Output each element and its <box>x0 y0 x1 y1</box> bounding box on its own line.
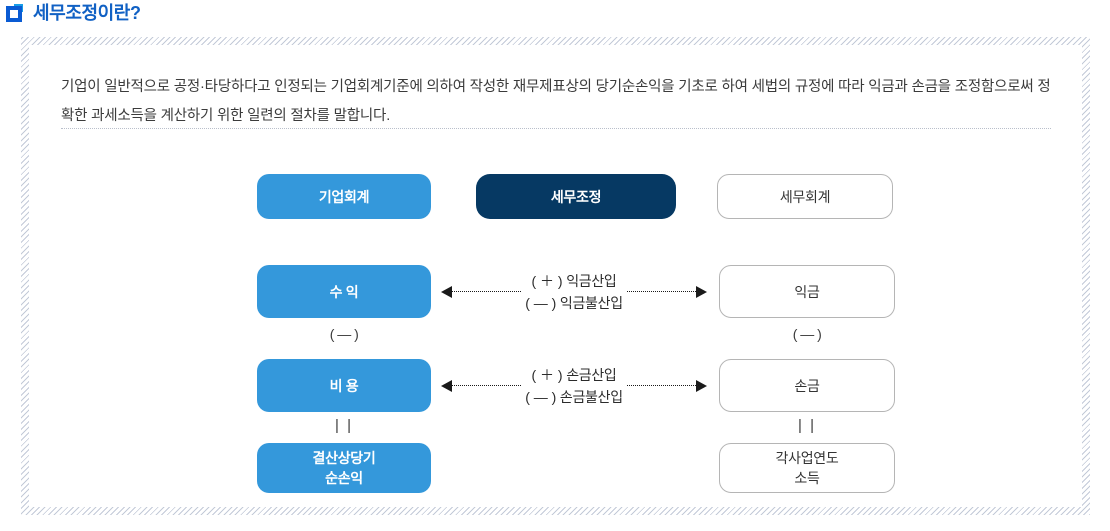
page-title-text: 세무조정이란? <box>33 3 141 23</box>
adjustment-income-minus: ( — ) 익금불산입 <box>525 293 623 313</box>
operator-equals-left: | | <box>335 417 353 434</box>
adjustment-labels-expense: ( ＋ ) 손금산입 ( — ) 손금불산입 <box>441 359 707 412</box>
page-title: 세무조정이란? <box>6 4 141 22</box>
content-panel: 기업이 일반적으로 공정·타당하다고 인정되는 기업회계기준에 의하여 작성한 … <box>21 37 1090 515</box>
node-tax-adjustment: 세무조정 <box>476 174 676 219</box>
operator-minus-right: ( — ) <box>792 326 822 342</box>
adjustment-group-income: ( ＋ ) 익금산입 ( — ) 익금불산입 <box>441 265 707 318</box>
arrow-left-expense <box>441 379 521 392</box>
minus-label-expense: 손금불산입 <box>559 388 623 405</box>
node-corporate-accounting: 기업회계 <box>257 174 431 219</box>
operator-minus-left: ( — ) <box>329 326 359 342</box>
square-bullet-icon <box>6 4 24 22</box>
adjustment-expense-plus: ( ＋ ) 손금산입 <box>531 365 616 385</box>
description-line-1: 기업이 일반적으로 공정·타당하다고 인정되는 기업회계기준에 의하여 작성한 … <box>61 79 951 95</box>
adjustment-expense-minus: ( — ) 손금불산입 <box>525 387 623 407</box>
plus-sign-expense: ( ＋ ) <box>531 366 563 383</box>
arrow-left-income <box>441 285 521 298</box>
node-expense: 비 용 <box>257 359 431 412</box>
adjustment-income-plus: ( ＋ ) 익금산입 <box>531 271 616 291</box>
plus-sign-income: ( ＋ ) <box>531 272 563 289</box>
node-taxable-income-line-1: 각사업연도 <box>775 450 839 466</box>
panel-inner: 기업이 일반적으로 공정·타당하다고 인정되는 기업회계기준에 의하여 작성한 … <box>29 45 1082 507</box>
node-gross-income: 익금 <box>719 265 895 318</box>
section-divider <box>61 128 1051 129</box>
arrow-right-expense <box>627 379 707 392</box>
operator-equals-right: | | <box>798 417 816 434</box>
minus-sign-expense: ( — ) <box>525 388 557 405</box>
minus-label-income: 익금불산입 <box>559 294 623 311</box>
node-net-income: 결산상당기 순손익 <box>257 443 431 493</box>
node-taxable-income: 각사업연도 소득 <box>719 443 895 493</box>
node-net-income-line-2: 순손익 <box>325 470 363 486</box>
arrow-right-income <box>627 285 707 298</box>
node-revenue: 수 익 <box>257 265 431 318</box>
tax-adjustment-diagram: 기업회계 세무조정 세무회계 수 익 ( ＋ ) 익금산입 ( — ) 익금불산… <box>29 45 1082 507</box>
description-paragraph: 기업이 일반적으로 공정·타당하다고 인정되는 기업회계기준에 의하여 작성한 … <box>61 73 1053 131</box>
adjustment-labels-income: ( ＋ ) 익금산입 ( — ) 익금불산입 <box>441 265 707 318</box>
minus-sign-income: ( — ) <box>525 294 557 311</box>
node-deductible-expense: 손금 <box>719 359 895 412</box>
node-tax-accounting: 세무회계 <box>717 174 893 219</box>
description-line-2: 조정함으로써 정확한 과세소득을 계산하기 위한 일련의 절차를 말합니다. <box>61 79 1051 124</box>
node-net-income-line-1: 결산상당기 <box>312 450 376 466</box>
plus-label-expense: 손금산입 <box>566 366 617 383</box>
adjustment-group-expense: ( ＋ ) 손금산입 ( — ) 손금불산입 <box>441 359 707 412</box>
plus-label-income: 익금산입 <box>566 272 617 289</box>
node-taxable-income-line-2: 소득 <box>794 470 820 486</box>
